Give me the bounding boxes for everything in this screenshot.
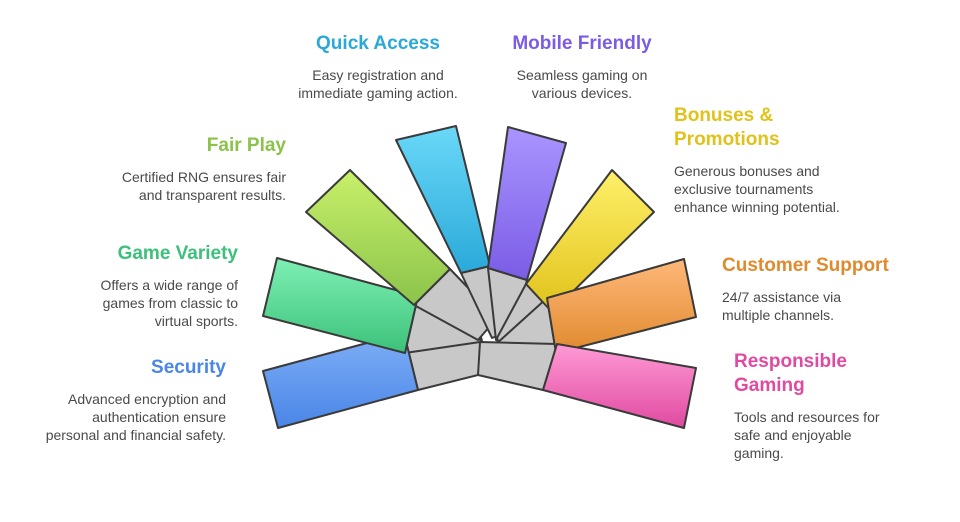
feature-customer-support: Customer Support 24/7 assistance via mul… — [722, 254, 902, 324]
feature-description: Seamless gaming on various devices. — [516, 67, 648, 101]
feature-description: 24/7 assistance via multiple channels. — [722, 289, 842, 323]
feature-description: Advanced encryption and authentication e… — [45, 391, 226, 443]
feature-title: Security — [151, 357, 226, 378]
feature-title: Bonuses & Promotions — [674, 105, 780, 150]
blade-game_variety — [262, 257, 419, 354]
blade-security — [262, 332, 419, 429]
feature-responsible-gaming: Responsible Gaming Tools and resources f… — [734, 350, 914, 462]
feature-fair-play: Fair Play Certified RNG ensures fair and… — [96, 134, 286, 204]
blade-fair_play — [305, 169, 451, 306]
feature-title: Mobile Friendly — [512, 33, 652, 54]
feature-bonuses: Bonuses & Promotions Generous bonuses an… — [674, 104, 844, 216]
feature-quick-access: Quick Access Easy registration and immed… — [282, 32, 474, 102]
feature-description: Generous bonuses and exclusive tournamen… — [674, 163, 840, 215]
feature-description: Offers a wide range of games from classi… — [100, 277, 238, 329]
feature-security: Security Advanced encryption and authent… — [40, 356, 226, 444]
feature-title: Responsible Gaming — [734, 351, 847, 396]
feature-description: Tools and resources for safe and enjoyab… — [734, 409, 880, 461]
feature-title: Fair Play — [206, 135, 286, 156]
blade-responsible_gaming — [542, 343, 697, 429]
feature-mobile-friendly: Mobile Friendly Seamless gaming on vario… — [496, 32, 668, 102]
blade-mobile_friendly — [487, 126, 567, 281]
feature-title: Quick Access — [316, 33, 440, 54]
feature-title: Customer Support — [722, 255, 889, 276]
feature-title: Game Variety — [117, 243, 238, 264]
feature-description: Certified RNG ensures fair and transpare… — [121, 169, 286, 203]
feature-description: Easy registration and immediate gaming a… — [298, 67, 458, 101]
feature-game-variety: Game Variety Offers a wide range of game… — [70, 242, 238, 330]
